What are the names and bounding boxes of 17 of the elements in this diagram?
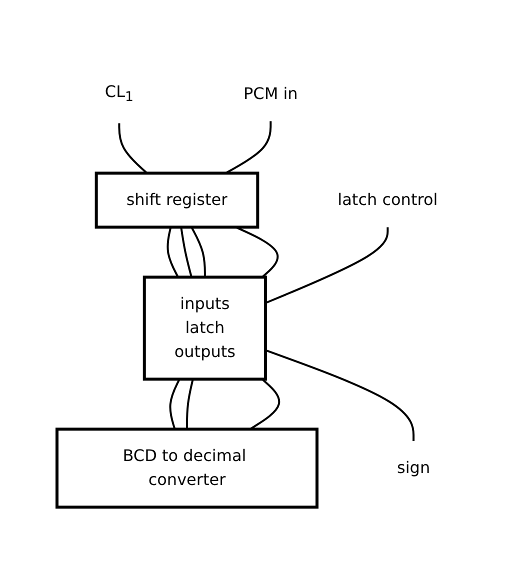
connector — [224, 122, 272, 174]
connector — [264, 228, 388, 304]
connector — [166, 227, 179, 278]
connector — [180, 227, 192, 278]
connector — [190, 227, 206, 278]
node-text: latch control — [337, 190, 438, 210]
connector — [168, 379, 180, 430]
connector — [249, 378, 280, 430]
connector — [186, 379, 194, 430]
node-box: inputs latch outputs — [142, 276, 267, 382]
node-text: PCM in — [243, 84, 298, 104]
node-box: BCD to decimal converter — [55, 428, 318, 510]
connector — [118, 124, 148, 174]
node-text: sign — [396, 458, 430, 478]
node-box: shift register — [94, 172, 259, 230]
connector — [264, 350, 414, 442]
node-text: CL$_{1}$ — [104, 82, 134, 106]
